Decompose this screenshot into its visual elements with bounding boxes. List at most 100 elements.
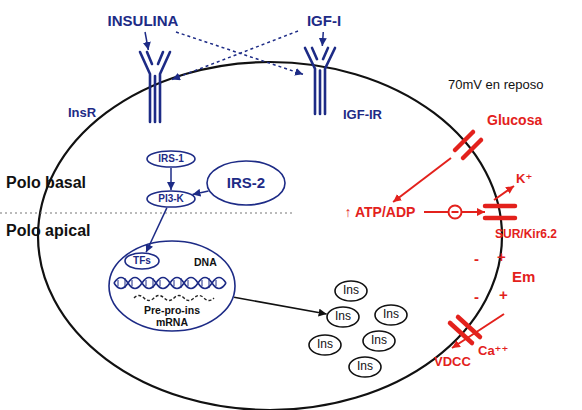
receptor-chain [319,71,322,114]
signal-protein-text: IRS-2 [206,160,286,206]
channel-wall [458,317,480,337]
pole-label: Polo basal [6,174,86,192]
glucose-transporter: Glucosa [451,128,485,162]
receptor-symbol: InsR [138,50,172,122]
ellipse-outline [327,307,359,327]
ellipse-outline [309,335,341,355]
ellipse-outline [375,305,407,325]
inhibition-symbol [449,206,462,219]
receptor-chain [305,48,315,114]
signal-arrow [176,32,303,74]
signal-protein-text: IRS-1 [146,150,196,168]
channel-wall [485,204,515,209]
katp-channel-text: SUR/Kir6.2 [495,228,557,242]
hormone-label: INSULINA [98,10,188,32]
signal-arrow [193,191,209,194]
pole-divider [0,212,292,213]
calcium-channel-text: VDCC [434,355,471,370]
receptor-chain [325,48,335,114]
nucleus: DNA Pre-pro-ins mRNA TFs [108,240,236,332]
insulin-granule-text: Ins [348,356,382,378]
ellipse-outline [109,241,235,331]
katp-channel: SUR/Kir6.2 [485,200,515,224]
ellipse-outline [363,331,395,351]
hormone-label-text: INSULINA [98,10,188,32]
receptor-symbol-outline [303,46,337,114]
signal-arrow [172,31,298,79]
receptor-symbol: IGF-IR [303,46,337,114]
signal-protein: PI3-K [146,190,196,208]
receptor-chain [312,48,317,59]
insulin-granule-text: Ins [334,280,368,302]
ellipse-outline [125,253,159,269]
transcription-factor: TFs [124,252,160,270]
metabolite-label-text: ↑ ATP/ADP [336,202,424,222]
ellipse-outline [207,161,285,205]
hormone-label-text: IGF-I [298,10,350,32]
insulin-granule-text: Ins [326,306,360,328]
ion-label: K⁺ [516,172,532,187]
insulin-granule: Ins [326,306,360,328]
dna-rungs [118,278,216,288]
signal-arrow [146,208,167,252]
glucose-transporter-outline [451,128,485,162]
mrna-strand [134,296,214,301]
inhibition-minus [452,211,459,213]
insulin-granule: Ins [308,334,342,356]
nucleus-text: Pre-pro-ins mRNA [137,304,207,328]
receptor-symbol-outline [138,50,172,122]
potassium-efflux-arrow [494,186,514,200]
ellipse-outline [335,281,367,301]
signal-arrow [322,32,324,46]
receptor-chain [323,48,328,59]
insulin-granule-text: Ins [362,330,396,352]
receptor-chain [160,52,170,122]
charge-sign: + [499,286,508,303]
signal-arrow [393,158,451,202]
hormone-label: IGF-I [298,10,350,32]
signal-arrow [145,32,148,50]
pole-label: Polo apical [6,222,90,240]
nucleus-text: DNA [194,256,217,268]
transcription-factor-text: TFs [124,252,160,270]
dna-strand [114,278,226,289]
calcium-channel: VDCC [448,315,482,345]
potential-label: Em [512,268,535,285]
channel-wall [463,140,481,158]
note-text: 70mV en reposo [448,78,543,93]
signal-protein-text: PI3-K [146,190,196,208]
ion-label: Ca⁺⁺ [478,344,508,359]
channel-wall [485,216,515,221]
insulin-granule-text: Ins [308,334,342,356]
signal-protein: IRS-2 [206,160,286,206]
calcium-channel-outline [448,315,482,345]
channel-wall [455,132,473,150]
insulin-granule: Ins [362,330,396,352]
insulin-granule-text: Ins [374,304,408,326]
charge-sign: + [497,248,506,265]
cell-membrane [38,62,502,410]
receptor-chain [154,76,157,122]
signal-protein: IRS-1 [146,150,196,168]
signal-arrow [424,211,485,213]
receptor-symbol-text: IGF-IR [343,108,382,123]
ellipse-outline [147,151,195,167]
insulin-granule: Ins [348,356,382,378]
signal-arrow [170,168,172,190]
receptor-symbol-text: InsR [68,106,96,121]
receptor-chain [147,52,152,64]
charge-sign: - [474,250,479,267]
receptor-chain [158,52,163,64]
glucose-transporter-text: Glucosa [487,112,542,128]
katp-channel-outline [485,200,515,224]
metabolite-label: ↑ ATP/ADP [336,202,424,222]
signal-arrow [234,297,327,314]
dna-strand [114,278,226,289]
insulin-granule: Ins [334,280,368,302]
charge-sign: - [474,288,479,305]
ellipse-outline [349,357,381,377]
insulin-granule: Ins [374,304,408,326]
ellipse-outline [147,191,195,207]
receptor-chain [140,52,150,122]
